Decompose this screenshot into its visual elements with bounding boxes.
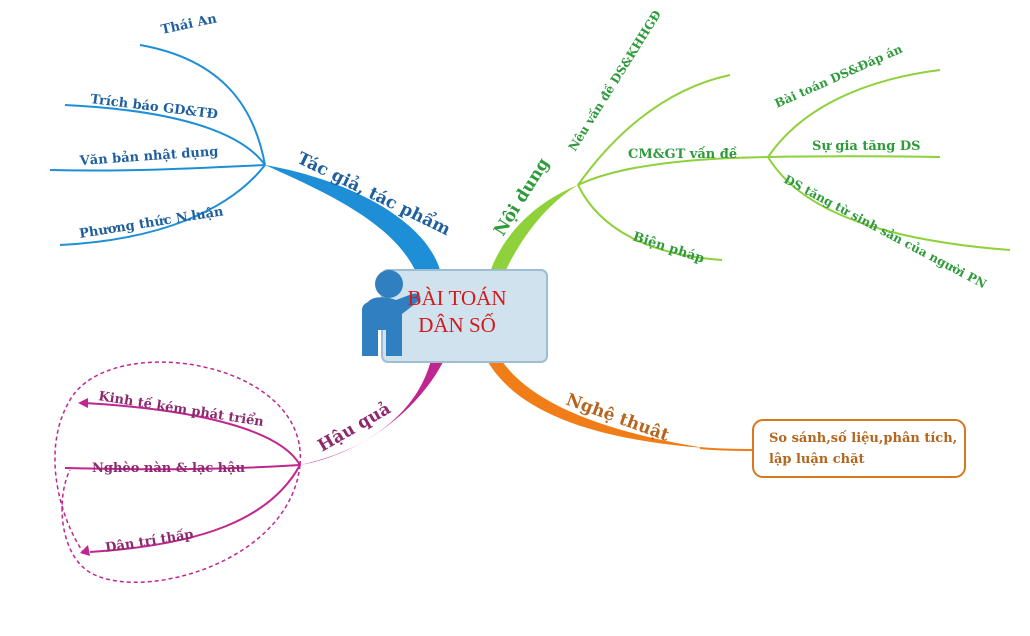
content-child-solution: Biện pháp	[631, 230, 706, 267]
content-child-prove: CM&GT vấn đề	[628, 146, 737, 162]
content-subline-prove	[577, 156, 769, 186]
central-node: BÀI TOÁN DÂN SỐ	[362, 269, 548, 363]
author-subline-3	[49, 164, 266, 172]
presenter-figure-icon	[362, 270, 421, 356]
art-box-line-2: lập luận chặt	[769, 452, 865, 467]
author-child-4: Phương thức N.luận	[78, 204, 225, 242]
art-subline	[699, 447, 756, 451]
content-child-issue: Nêu vấn đề DS&KHHGĐ	[565, 7, 664, 153]
consequence-subline-3	[89, 464, 301, 553]
consequence-child-3: Dân trí thấp	[104, 526, 194, 556]
author-main-connector	[265, 165, 440, 270]
content-subline-solution	[577, 184, 723, 261]
art-box-line-1: So sánh,số liệu,phân tích,	[769, 430, 957, 446]
center-title-line-1: BÀI TOÁN	[408, 286, 507, 310]
content-main-connector	[490, 185, 578, 272]
art-branch: Nghệ thuật So sánh,số liệu,phân tích, lậ…	[488, 358, 966, 478]
consequence-subline-2	[64, 464, 301, 471]
relation-arrowhead-2	[80, 545, 90, 556]
author-child-2: Trích báo GD&TĐ	[90, 92, 219, 123]
author-branch: Tác giả, tác phẩm Thái An Trích báo GD&T…	[49, 11, 455, 270]
author-child-1: Thái An	[160, 11, 219, 38]
prove-subline-1	[767, 69, 941, 158]
prove-subline-2	[767, 155, 941, 158]
author-subline-1	[139, 44, 266, 166]
author-subline-2	[64, 104, 266, 166]
art-main-connector	[488, 358, 705, 448]
consequence-child-1: Kinh tế kém phát triển	[97, 388, 265, 430]
author-subline-4	[59, 164, 266, 246]
content-subline-issue	[577, 74, 731, 186]
relation-loop-outer	[54, 361, 301, 556]
center-title-line-2: DÂN SỐ	[418, 313, 496, 337]
prove-child-1: Bài toán DS&Đáp án	[773, 42, 905, 111]
author-branch-label: Tác giả, tác phẩm	[294, 147, 455, 240]
consequence-subline-1	[84, 402, 301, 466]
author-child-3: Văn bản nhật dụng	[78, 143, 219, 169]
prove-child-3: DS tăng từ sinh sản của người PN	[782, 171, 990, 291]
art-detail-box	[752, 419, 966, 478]
consequence-child-2: Nghèo nàn & lạc hậu	[92, 461, 245, 476]
prove-subline-3	[767, 156, 1011, 251]
consequence-main-connector	[300, 356, 445, 465]
consequence-branch-label: Hậu quả	[315, 399, 395, 457]
prove-child-2: Sự gia tăng DS	[812, 139, 921, 154]
content-branch: Nội dung Nêu vấn đề DS&KHHGĐ CM&GT vấn đ…	[490, 7, 1011, 291]
relation-loop-inner	[61, 464, 301, 583]
relation-arrowhead-1	[78, 398, 88, 408]
consequence-branch: Hậu quả Kinh tế kém phát triển Nghèo nàn…	[54, 356, 445, 583]
